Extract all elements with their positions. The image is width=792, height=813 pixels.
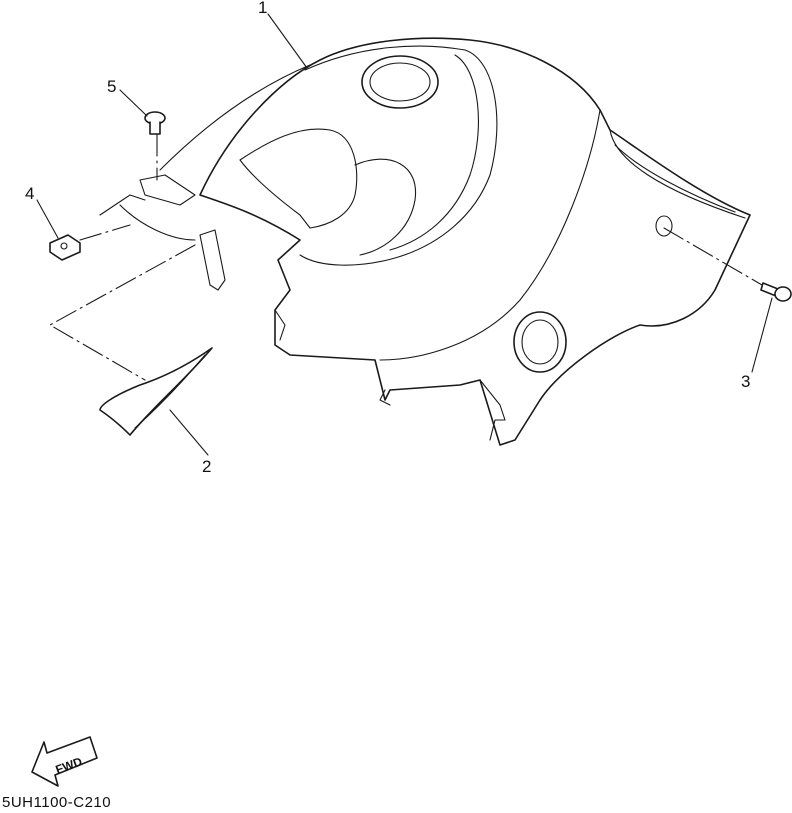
assembly-guide-lines (49, 133, 763, 381)
part-2-side-piece (99, 347, 213, 436)
leader-lines (36, 13, 773, 456)
part-1-tank-cover (99, 37, 751, 446)
diagram-code: 5UH1100-C210 (2, 794, 112, 811)
part-4-clip-nut (49, 234, 81, 261)
part-3-bolt (760, 282, 792, 302)
callout-4: 4 (25, 184, 34, 203)
fwd-arrow-icon: FWD (31, 736, 98, 787)
part-5-screw (144, 111, 166, 135)
callout-1: 1 (258, 0, 267, 17)
callout-2: 2 (202, 457, 211, 476)
callout-5: 5 (107, 77, 116, 96)
callout-3: 3 (741, 372, 750, 391)
